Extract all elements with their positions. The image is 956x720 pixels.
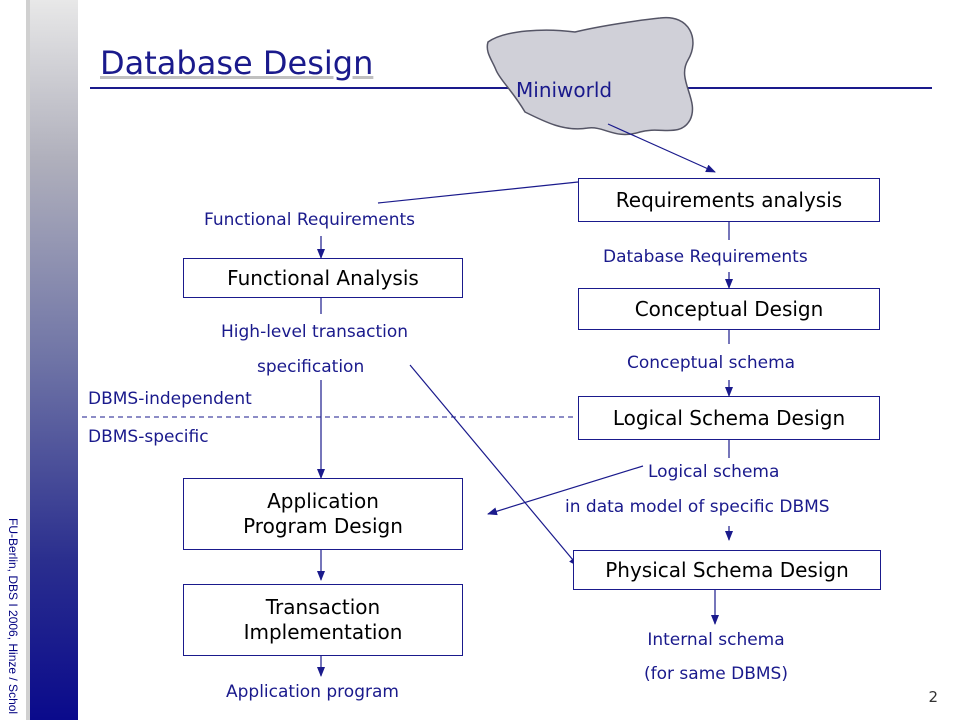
arrow-logical-to-application-design	[487, 465, 644, 516]
transaction-implementation-box: Transaction Implementation	[183, 584, 463, 656]
physical-schema-design-box: Physical Schema Design	[573, 550, 881, 590]
requirements-analysis-box: Requirements analysis	[578, 178, 880, 222]
line-requirements-to-functional-req	[377, 181, 579, 204]
high-level-transaction-label: High-level transaction	[221, 322, 409, 342]
functional-analysis-box: Functional Analysis	[183, 258, 463, 298]
requirements-analysis-label: Requirements analysis	[615, 187, 843, 212]
specification-label: specification	[257, 357, 365, 377]
logical-schema-design-box: Logical Schema Design	[578, 396, 880, 440]
arrow-miniworld-to-requirements	[607, 123, 716, 173]
database-requirements-label: Database Requirements	[603, 247, 808, 267]
internal-schema-label: Internal schema	[647, 630, 785, 650]
functional-analysis-label: Functional Analysis	[227, 265, 419, 290]
application-program-design-label: Application Program Design	[243, 489, 403, 538]
arrow-spec-to-physical-schema	[409, 364, 579, 567]
conceptual-design-label: Conceptual Design	[634, 296, 824, 321]
sidebar-footer: FU-Berlin, DBS I 2006, Hinze / Schol	[2, 518, 28, 720]
sidebar-strip	[0, 0, 30, 720]
dbms-independent-label: DBMS-independent	[88, 389, 252, 409]
logical-schema-label: Logical schema	[648, 462, 780, 482]
logical-schema-subtitle: in data model of specific DBMS	[565, 497, 830, 517]
page-title: Database Design	[100, 44, 374, 82]
physical-schema-design-label: Physical Schema Design	[605, 557, 849, 582]
application-program-label: Application program	[226, 682, 399, 702]
internal-schema-subtitle: (for same DBMS)	[644, 664, 788, 684]
miniworld-label: Miniworld	[516, 78, 613, 102]
application-program-design-box: Application Program Design	[183, 478, 463, 550]
transaction-implementation-label: Transaction Implementation	[243, 595, 403, 644]
page-number: 2	[928, 688, 938, 706]
dbms-specific-label: DBMS-specific	[88, 427, 209, 447]
functional-requirements-label: Functional Requirements	[204, 210, 416, 230]
sidebar-footer-text: FU-Berlin, DBS I 2006, Hinze / Schol	[6, 518, 20, 715]
conceptual-schema-label: Conceptual schema	[627, 353, 796, 373]
conceptual-design-box: Conceptual Design	[578, 288, 880, 330]
miniworld-cloud	[486, 16, 694, 136]
logical-schema-design-label: Logical Schema Design	[612, 405, 846, 430]
